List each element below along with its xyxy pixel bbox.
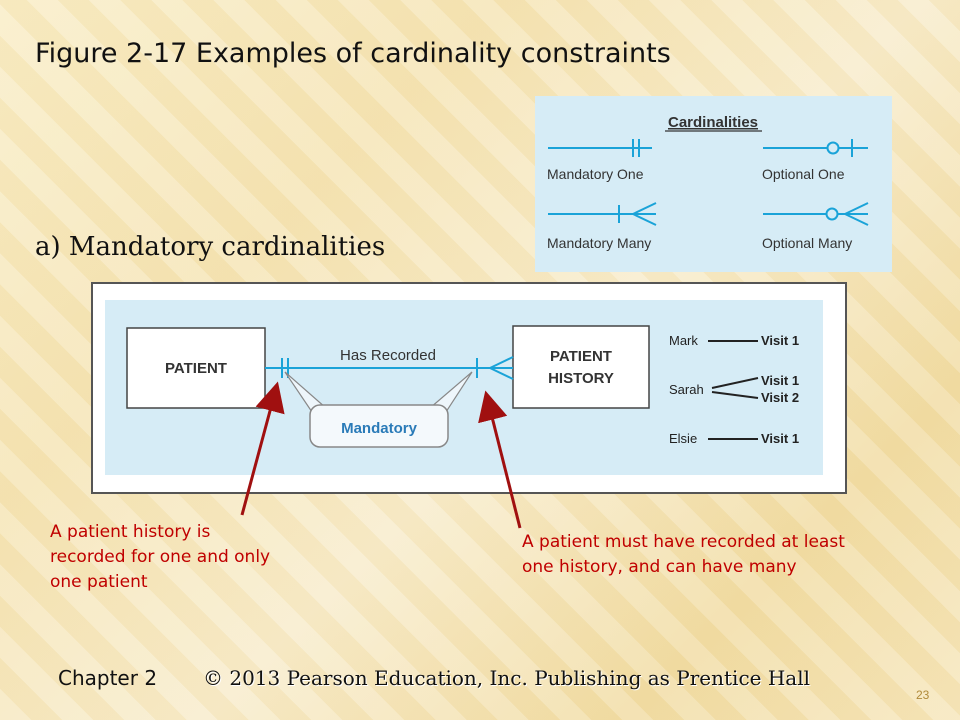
arrow-right <box>478 390 522 529</box>
cardinality-legend: Cardinalities Mandatory One Optional One… <box>535 96 892 272</box>
patient-history-label-line1: PATIENT <box>550 348 612 365</box>
instance-examples: Mark Visit 1 Sarah Visit 1 Visit 2 Elsie… <box>669 333 799 446</box>
instance-visit-mark-1: Visit 1 <box>761 333 799 348</box>
instance-name-elsie: Elsie <box>669 431 697 446</box>
legend-mandatory-one: Mandatory One <box>547 166 644 182</box>
patient-history-label-line2: HISTORY <box>548 370 614 387</box>
optional-one-symbol <box>763 139 868 157</box>
legend-optional-one: Optional One <box>762 166 845 182</box>
callout-box <box>309 404 449 448</box>
instance-visit-sarah-1: Visit 1 <box>761 373 799 388</box>
slide-subtitle: a) Mandatory cardinalities <box>35 232 386 262</box>
chapter-label: Chapter 2 <box>58 666 158 690</box>
patient-entity-label: PATIENT <box>165 360 227 377</box>
slide-title: Figure 2-17 Examples of cardinality cons… <box>35 38 671 69</box>
instance-visit-sarah-2: Visit 2 <box>761 390 799 405</box>
callout-label: Mandatory <box>341 420 418 437</box>
instance-name-sarah: Sarah <box>669 382 704 397</box>
legend-title: Cardinalities <box>668 114 758 131</box>
note-one-patient: A patient history is recorded for one an… <box>50 522 271 592</box>
optional-many-symbol <box>763 202 869 226</box>
mandatory-cardinality-diagram: PATIENT PATIENT HISTORY Has Recorded Man… <box>91 282 847 494</box>
mandatory-one-symbol <box>548 139 652 157</box>
instance-name-mark: Mark <box>669 333 698 348</box>
relationship-label: Has Recorded <box>340 347 436 364</box>
arrow-left <box>240 381 285 516</box>
note-many-histories: A patient must have recorded at least on… <box>522 532 845 577</box>
copyright-text: © 2013 Pearson Education, Inc. Publishin… <box>203 666 810 690</box>
legend-optional-many: Optional Many <box>762 235 852 251</box>
instance-visit-elsie-1: Visit 1 <box>761 431 799 446</box>
page-number: 23 <box>916 688 930 702</box>
patient-history-entity <box>512 325 650 409</box>
legend-mandatory-many: Mandatory Many <box>547 235 651 251</box>
legend-panel <box>535 96 892 272</box>
mandatory-many-symbol <box>548 202 657 226</box>
